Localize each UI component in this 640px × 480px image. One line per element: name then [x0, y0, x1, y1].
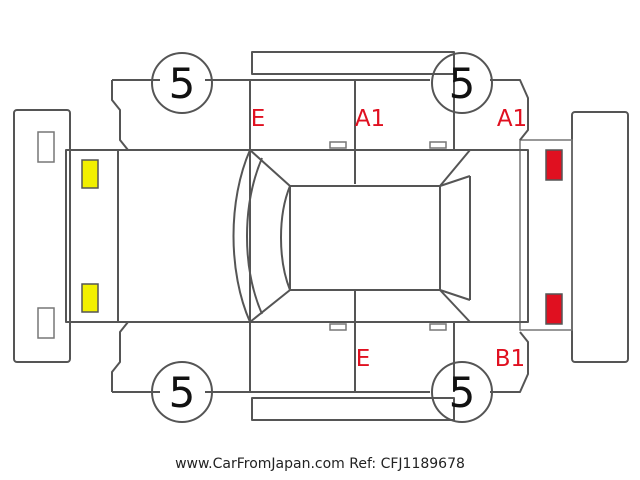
damage-code-top-rear-door: A1 — [355, 106, 385, 132]
tire-rear-left-value: 5 — [449, 59, 476, 108]
reference-footer: www.CarFromJapan.com Ref: CFJ1189678 — [175, 456, 465, 472]
rear-bumper — [519, 111, 629, 363]
front-bumper — [13, 109, 71, 363]
front-lamp-bottom — [81, 283, 99, 313]
damage-code-bottom-rear-door: E — [356, 346, 371, 372]
front-lamp-top — [81, 159, 99, 189]
damage-code-bottom-rear-quarter: B1 — [495, 346, 525, 372]
tire-rear-right-value: 5 — [449, 368, 476, 417]
tire-front-right: 5 — [151, 361, 213, 423]
tire-front-left-value: 5 — [169, 59, 196, 108]
damage-code-top-front-door: E — [251, 106, 266, 132]
roof-and-glass — [232, 149, 529, 323]
damage-code-top-rear-quarter: A1 — [497, 106, 527, 132]
tire-front-left: 5 — [151, 52, 213, 114]
tire-rear-left: 5 — [431, 52, 493, 114]
car-body-outline — [65, 51, 529, 421]
rear-lamp-bottom — [545, 293, 563, 325]
tire-front-right-value: 5 — [169, 368, 196, 417]
tire-rear-right: 5 — [431, 361, 493, 423]
rear-lamp-top — [545, 149, 563, 181]
